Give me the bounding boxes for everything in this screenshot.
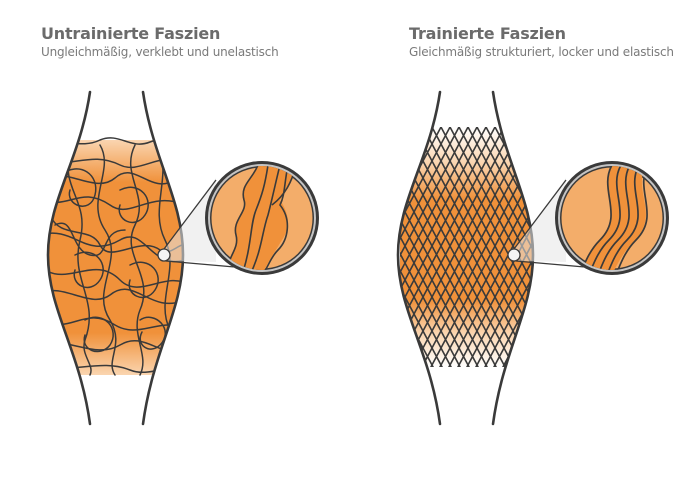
trained-fascia-title: Trainierte Faszien — [409, 24, 566, 43]
trained-magnifier-icon — [555, 161, 669, 275]
untrained-magnifier-icon — [205, 161, 319, 275]
source-spot-icon — [507, 248, 521, 262]
right-outline-left — [396, 90, 442, 426]
untrained-fascia-title: Untrainierte Faszien — [41, 24, 221, 43]
trained-fascia-subtitle: Gleichmäßig strukturiert, locker und ela… — [409, 45, 674, 59]
left-outline-left — [46, 90, 92, 426]
untrained-fascia-illustration — [46, 90, 319, 426]
untrained-fascia-subtitle: Ungleichmäßig, verklebt und unelastisch — [41, 45, 279, 59]
trained-fascia-illustration — [396, 90, 669, 426]
source-spot-icon — [157, 248, 171, 262]
